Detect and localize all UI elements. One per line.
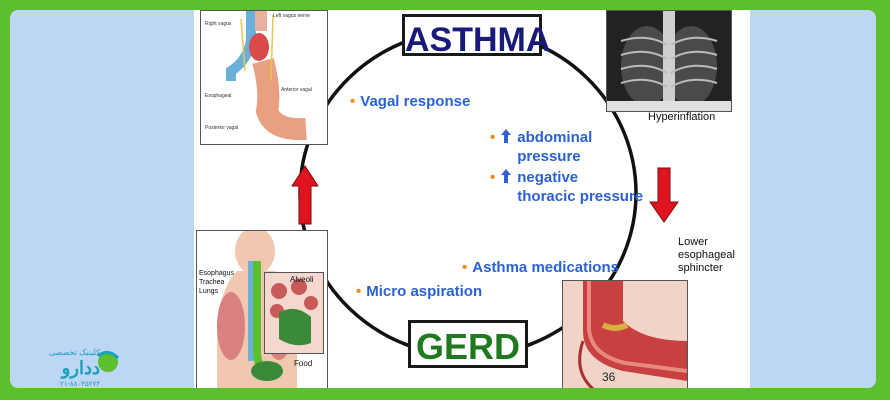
bullet-aspiration-text: Micro aspiration — [366, 283, 483, 300]
bullet-abdominal-text: abdominal pressure — [517, 129, 593, 165]
arrow-up-icon — [501, 129, 512, 143]
bullet-abdominal-pressure: • abdominal pressure — [490, 128, 592, 166]
bullet-asthma-medications: • Asthma medications — [462, 258, 619, 277]
bullet-thoracic-text: negative thoracic pressure — [517, 169, 644, 205]
brand-logo — [97, 351, 120, 372]
page-frame: کلینیک تخصصی ددارو ۰۲۱-۸۸۰۴۵۲۷۳ Right va… — [10, 10, 876, 388]
red-arrow-down-icon — [649, 167, 679, 223]
brand-phone: ۰۲۱-۸۸۰۴۵۲۷۳ — [56, 381, 100, 388]
bullet-dot: • — [350, 93, 356, 110]
svg-text:Right vagus: Right vagus — [205, 21, 232, 27]
bullet-thoracic-pressure: • negative thoracic pressure — [490, 168, 643, 206]
bullet-vagal-text: Vagal response — [360, 93, 471, 110]
svg-text:Trachea: Trachea — [199, 279, 225, 286]
svg-text:Esophageal: Esophageal — [205, 93, 231, 99]
bullet-medications-text: Asthma medications — [472, 259, 619, 276]
bullet-dot: • — [356, 283, 362, 300]
slide: Right vagus Left vagus nerve Esophageal … — [194, 10, 750, 388]
sphincter-image — [562, 280, 688, 388]
page-number: 36 — [602, 370, 616, 384]
svg-text:Posterior vagal: Posterior vagal — [205, 125, 238, 131]
esophagus-caption: Esophagus — [199, 270, 235, 277]
chest-xray-image — [606, 10, 732, 112]
alveoli-inset-image — [264, 272, 324, 354]
svg-text:Left vagus nerve: Left vagus nerve — [273, 13, 310, 19]
bullet-micro-aspiration: • Micro aspiration — [356, 282, 482, 301]
gerd-title: GERD — [408, 320, 528, 368]
brand-name: ددارو — [61, 358, 100, 378]
arrow-up-icon — [501, 169, 512, 183]
food-caption: Food — [294, 359, 313, 368]
svg-text:Lungs: Lungs — [199, 288, 219, 295]
red-arrow-up-icon — [291, 165, 319, 225]
hyperinflation-caption: Hyperinflation — [648, 111, 716, 123]
bullet-vagal-response: • Vagal response — [350, 92, 470, 111]
sphincter-caption: Lower esophageal sphincter — [678, 236, 735, 274]
vagal-anatomy-image: Right vagus Left vagus nerve Esophageal … — [200, 10, 328, 145]
alveoli-caption: Alveoli — [290, 275, 314, 284]
bullet-dot: • — [490, 129, 496, 146]
asthma-title: ASTHMA — [402, 14, 550, 57]
svg-text:Anterior vagal: Anterior vagal — [281, 87, 312, 93]
bullet-dot: • — [490, 169, 496, 186]
bullet-dot: • — [462, 259, 468, 276]
brand-tagline: کلینیک تخصصی — [48, 348, 100, 357]
